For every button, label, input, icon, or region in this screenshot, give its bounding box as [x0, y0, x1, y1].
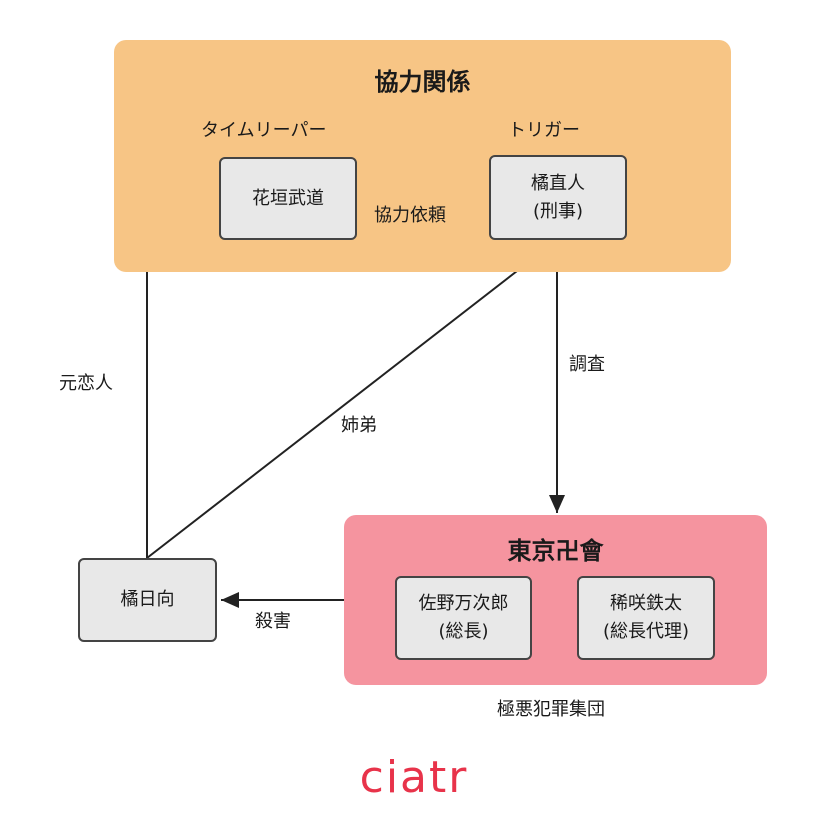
node-kisaki-role: (総長代理) [602, 621, 690, 642]
edge-siblings-line [146, 239, 558, 559]
node-kisaki-name: 稀咲鉄太 [610, 593, 682, 614]
edge-label-siblings: 姉弟 [341, 415, 377, 436]
cooperation-group: 協力関係 [114, 40, 731, 272]
node-takemichi: 花垣武道 [219, 157, 357, 240]
node-mikey-role: (総長) [438, 621, 489, 642]
trigger-role-label: トリガー [508, 120, 580, 141]
node-takemichi-name: 花垣武道 [252, 187, 324, 209]
edge-label-ex-lover: 元恋人 [59, 373, 113, 394]
ciatr-logo: ciatr [359, 752, 469, 803]
node-hinata: 橘日向 [78, 558, 217, 642]
node-hinata-name: 橘日向 [120, 589, 175, 610]
gang-caption: 極悪犯罪集団 [497, 699, 605, 720]
cooperation-title: 協力関係 [374, 68, 471, 96]
edge-label-murder: 殺害 [255, 611, 291, 632]
edge-label-investigate: 調査 [569, 354, 605, 375]
timeleaper-role-label: タイムリーパー [201, 120, 327, 141]
node-mikey-name: 佐野万次郎 [418, 593, 509, 614]
node-naoto-name: 橘直人 [531, 172, 585, 194]
node-naoto: 橘直人 (刑事) [489, 155, 627, 240]
edge-label-request: 協力依頼 [374, 205, 446, 226]
tokyo-manji-title: 東京卍會 [507, 537, 604, 565]
node-kisaki: 稀咲鉄太 (総長代理) [577, 576, 715, 660]
node-naoto-role: (刑事) [532, 200, 584, 222]
node-mikey: 佐野万次郎 (総長) [395, 576, 532, 660]
